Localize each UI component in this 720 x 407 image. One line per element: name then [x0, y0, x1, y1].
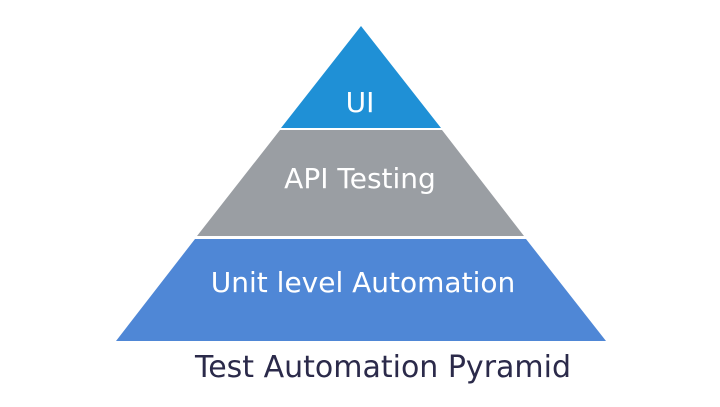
pyramid-tier-unit: [116, 239, 606, 341]
tier-label-unit: Unit level Automation: [211, 266, 515, 299]
tier-label-api: API Testing: [284, 162, 436, 195]
pyramid-tier-ui: [281, 26, 441, 128]
diagram-caption: Test Automation Pyramid: [194, 350, 571, 385]
tier-label-ui: UI: [346, 86, 375, 119]
pyramid-tier-api: [197, 130, 524, 236]
